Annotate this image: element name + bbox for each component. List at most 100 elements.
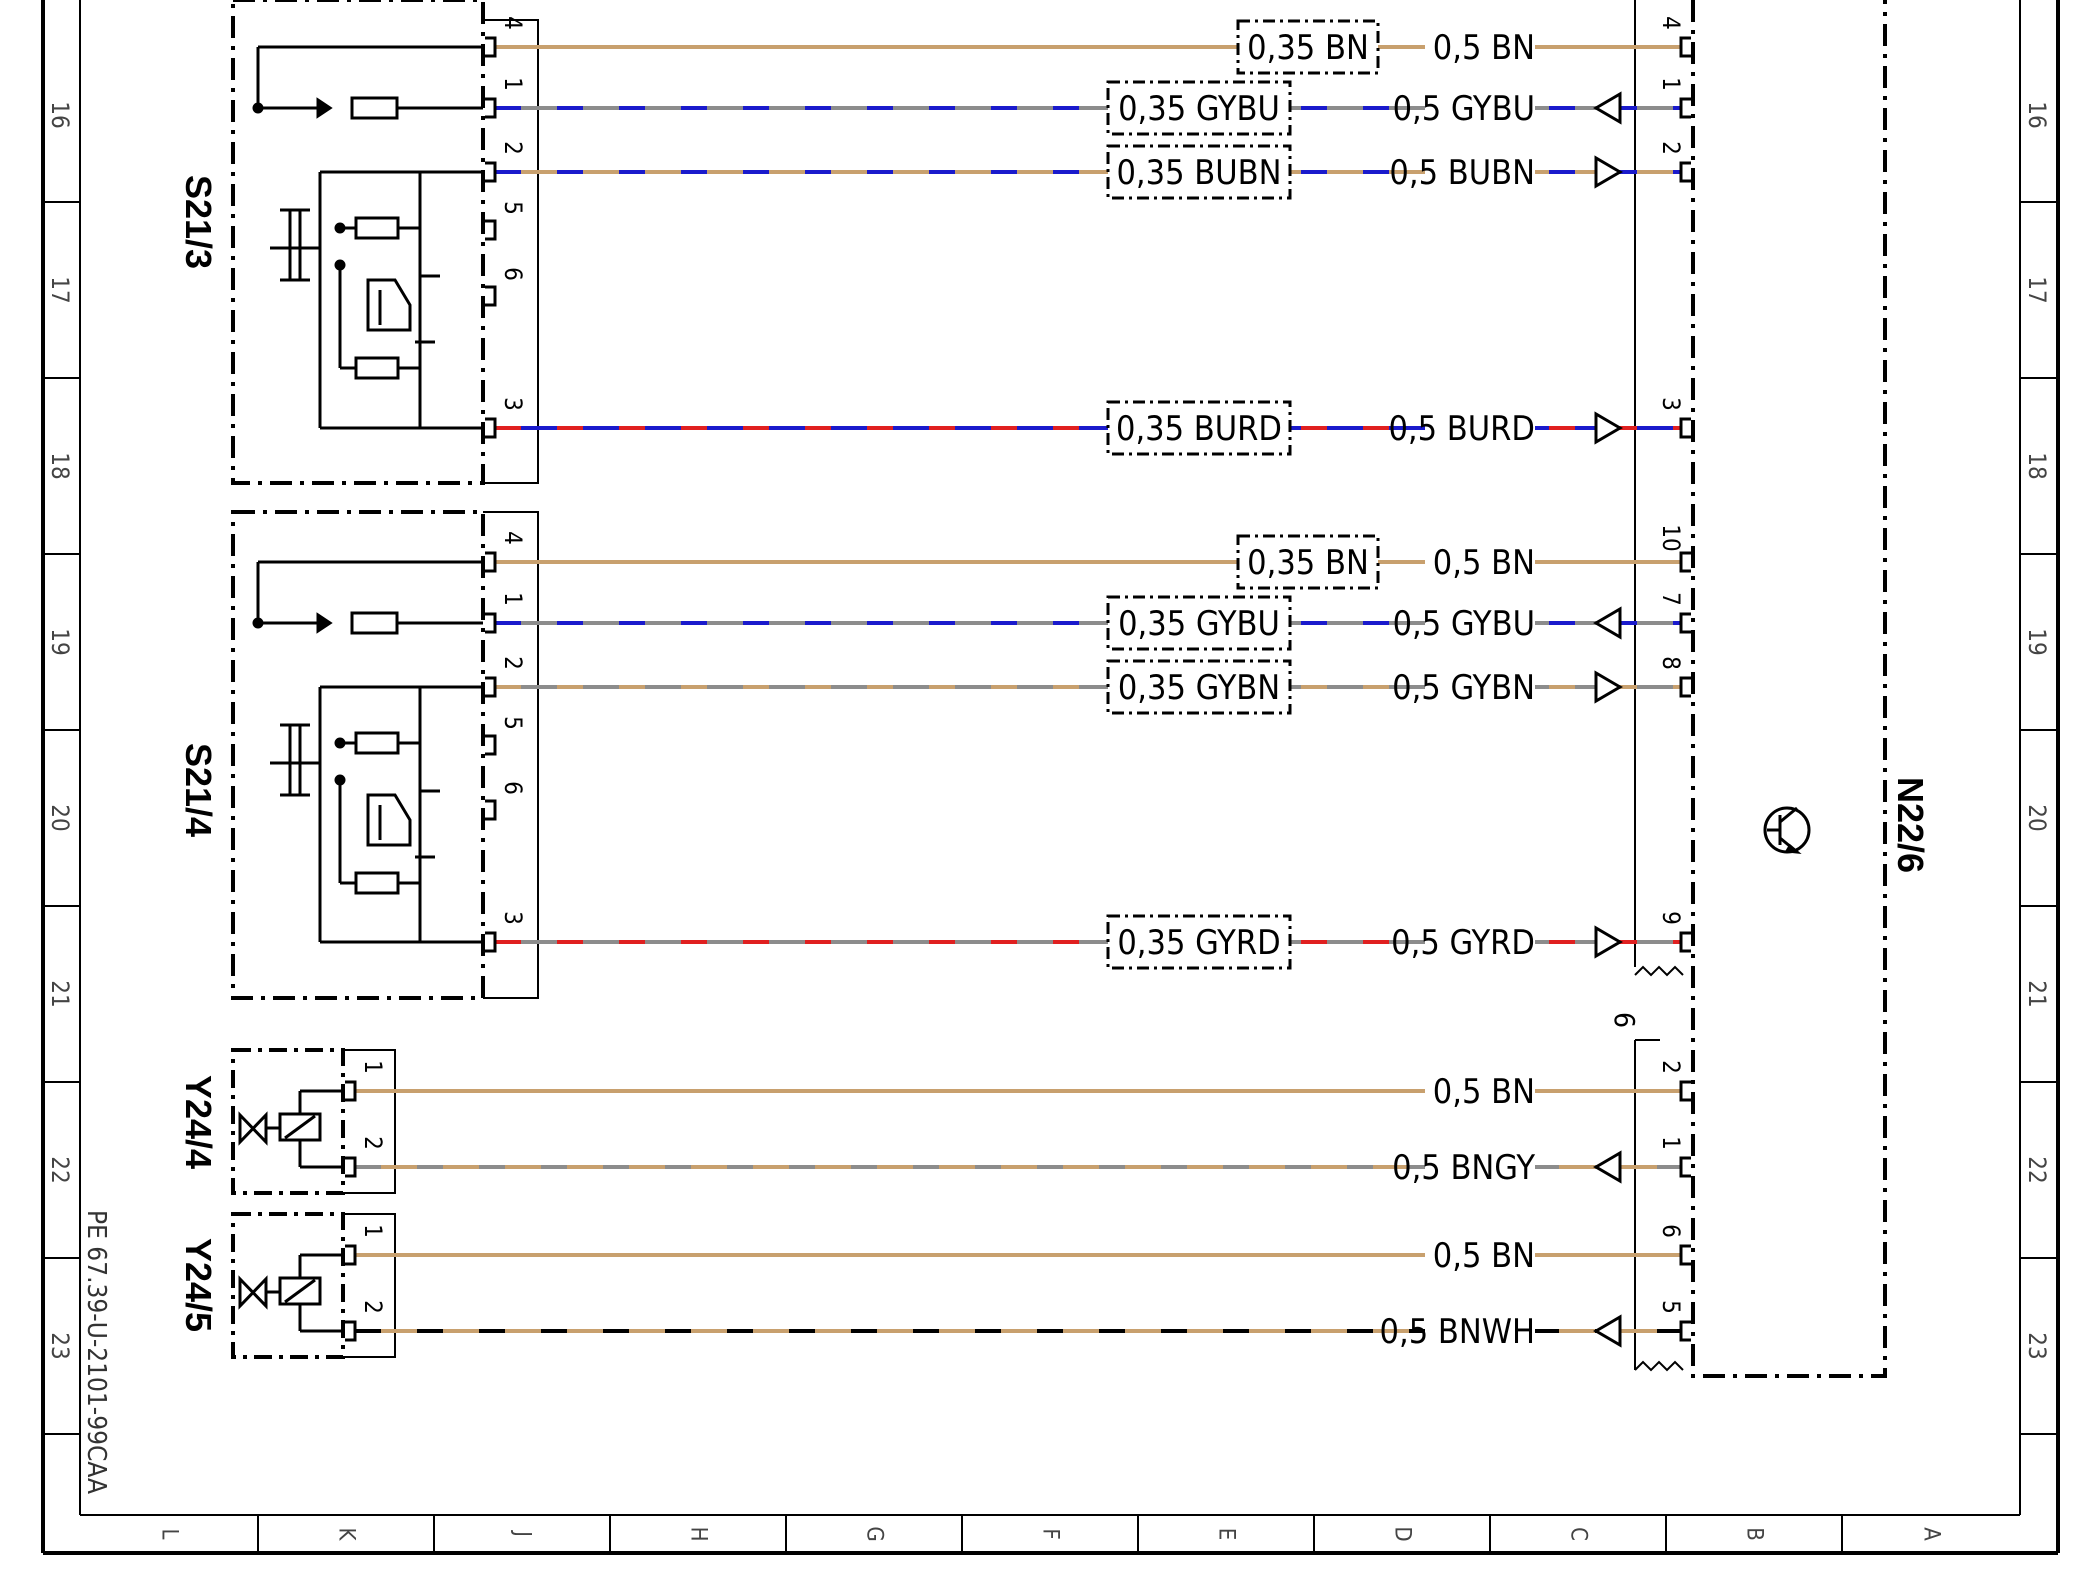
unused-pin-s21-4-5: 5 xyxy=(485,716,527,756)
svg-text:6: 6 xyxy=(499,267,527,281)
wire-size-label-right: 0,5 GYRD xyxy=(1391,923,1535,963)
page-frame xyxy=(41,0,2060,1555)
wire-size-label-left: 0,35 BURD xyxy=(1116,409,1282,449)
column-label: D xyxy=(1390,1526,1415,1541)
pin-connector-left xyxy=(345,1156,357,1178)
signal-direction-arrow xyxy=(1593,91,1622,125)
pin-number-right: 3 xyxy=(1657,397,1685,411)
label-background xyxy=(1425,25,1535,69)
valve-y24-5: Y24/5 xyxy=(178,1212,396,1359)
switch-s21-3: S21/3 xyxy=(178,0,539,485)
wire-size-label-right: 0,5 BN xyxy=(1433,1236,1535,1276)
pin-connector-right xyxy=(1679,417,1691,439)
column-label: K xyxy=(334,1528,359,1542)
pin-connector-right xyxy=(1679,97,1691,119)
pin-number-left: 3 xyxy=(499,911,527,925)
column-label: C xyxy=(1566,1527,1591,1541)
pin-number-left: 1 xyxy=(359,1060,387,1074)
connector-label-n22-6: 6 xyxy=(1608,1012,1641,1028)
pin-connector-left xyxy=(345,1320,357,1342)
wire-size-label-right: 0,5 BURD xyxy=(1388,409,1535,449)
component-label-n22-6: N22/6 xyxy=(1890,777,1931,873)
label-background xyxy=(1425,1309,1535,1353)
unused-pin-s21-3-6: 6 xyxy=(485,267,527,307)
pin-number-right: 8 xyxy=(1657,656,1685,670)
pin-connector-right xyxy=(1679,1156,1691,1178)
wire-size-label-left: 0,35 GYRD xyxy=(1117,923,1280,963)
column-label: H xyxy=(686,1527,711,1542)
signal-direction-arrow xyxy=(1593,1150,1622,1184)
component-label-s21-4: S21/4 xyxy=(178,743,219,837)
row-label: 16 xyxy=(2023,101,2051,128)
wire-size-label-right: 0,5 BN xyxy=(1433,28,1535,68)
wire-size-label-left: 0,35 BN xyxy=(1247,28,1369,68)
pin-number-left: 2 xyxy=(359,1136,387,1150)
svg-text:5: 5 xyxy=(499,201,527,215)
signal-direction-arrow xyxy=(1594,925,1623,959)
column-label: J xyxy=(510,1529,535,1537)
wire-size-box xyxy=(1236,534,1380,590)
component-label-s21-3: S21/3 xyxy=(178,175,219,269)
component-label-y24-4: Y24/4 xyxy=(178,1075,219,1169)
pin-connector-right xyxy=(1679,1244,1691,1266)
wire-size-label-left: 0,35 GYBU xyxy=(1118,604,1280,644)
label-background xyxy=(1425,150,1535,194)
wire-size-box xyxy=(1106,80,1292,136)
row-label: 17 xyxy=(2023,276,2051,303)
label-background xyxy=(1425,601,1535,645)
wire-size-label-right: 0,5 GYBN xyxy=(1392,668,1535,708)
pin-connector-right xyxy=(1679,161,1691,183)
wire-size-label-right: 0,5 BN xyxy=(1433,1072,1535,1112)
pin-connector-right xyxy=(1679,612,1691,634)
wire-size-label-right: 0,5 GYBU xyxy=(1393,604,1535,644)
pin-connector-left xyxy=(345,1080,357,1102)
wire-size-label-right: 0,5 BNWH xyxy=(1380,1312,1535,1352)
pin-number-right: 1 xyxy=(1657,77,1685,91)
switch-symbol-s21-4 xyxy=(252,560,483,944)
pin-connector-left xyxy=(485,551,497,573)
pin-connector-right xyxy=(1679,931,1691,953)
wire-size-box xyxy=(1106,659,1292,715)
wire-size-box xyxy=(1106,400,1292,456)
wire-size-label-right: 0,5 BUBN xyxy=(1389,153,1535,193)
row-label: 22 xyxy=(2023,1156,2051,1183)
column-label: E xyxy=(1214,1528,1239,1541)
pin-connector-left xyxy=(485,676,497,698)
signal-direction-arrow xyxy=(1594,155,1623,189)
pin-connector-left xyxy=(485,97,497,119)
pin-connector-left xyxy=(485,161,497,183)
row-label: 17 xyxy=(46,276,74,303)
wire-y24-5-pin-2[interactable]: 2 5 0,5 BNWH xyxy=(345,1300,1691,1353)
pin-number-left: 2 xyxy=(359,1300,387,1314)
row-label: 21 xyxy=(2023,980,2051,1007)
svg-text:5: 5 xyxy=(499,716,527,730)
pin-connector-right xyxy=(1679,1320,1691,1342)
column-label: B xyxy=(1742,1527,1767,1541)
pin-connector-left xyxy=(485,931,497,953)
pin-connector-right xyxy=(1679,36,1691,58)
wire-size-label-left: 0,35 BUBN xyxy=(1116,153,1281,193)
pin-number-right: 5 xyxy=(1657,1300,1685,1314)
pin-number-left: 1 xyxy=(359,1224,387,1238)
control-unit-n22-6: N22/6 6 xyxy=(1608,0,1931,1378)
column-label: A xyxy=(1919,1527,1944,1541)
pin-connector-left xyxy=(345,1244,357,1266)
row-label: 19 xyxy=(46,628,74,655)
pin-connector-left xyxy=(485,417,497,439)
unused-pin-s21-4-6: 6 xyxy=(485,781,527,821)
